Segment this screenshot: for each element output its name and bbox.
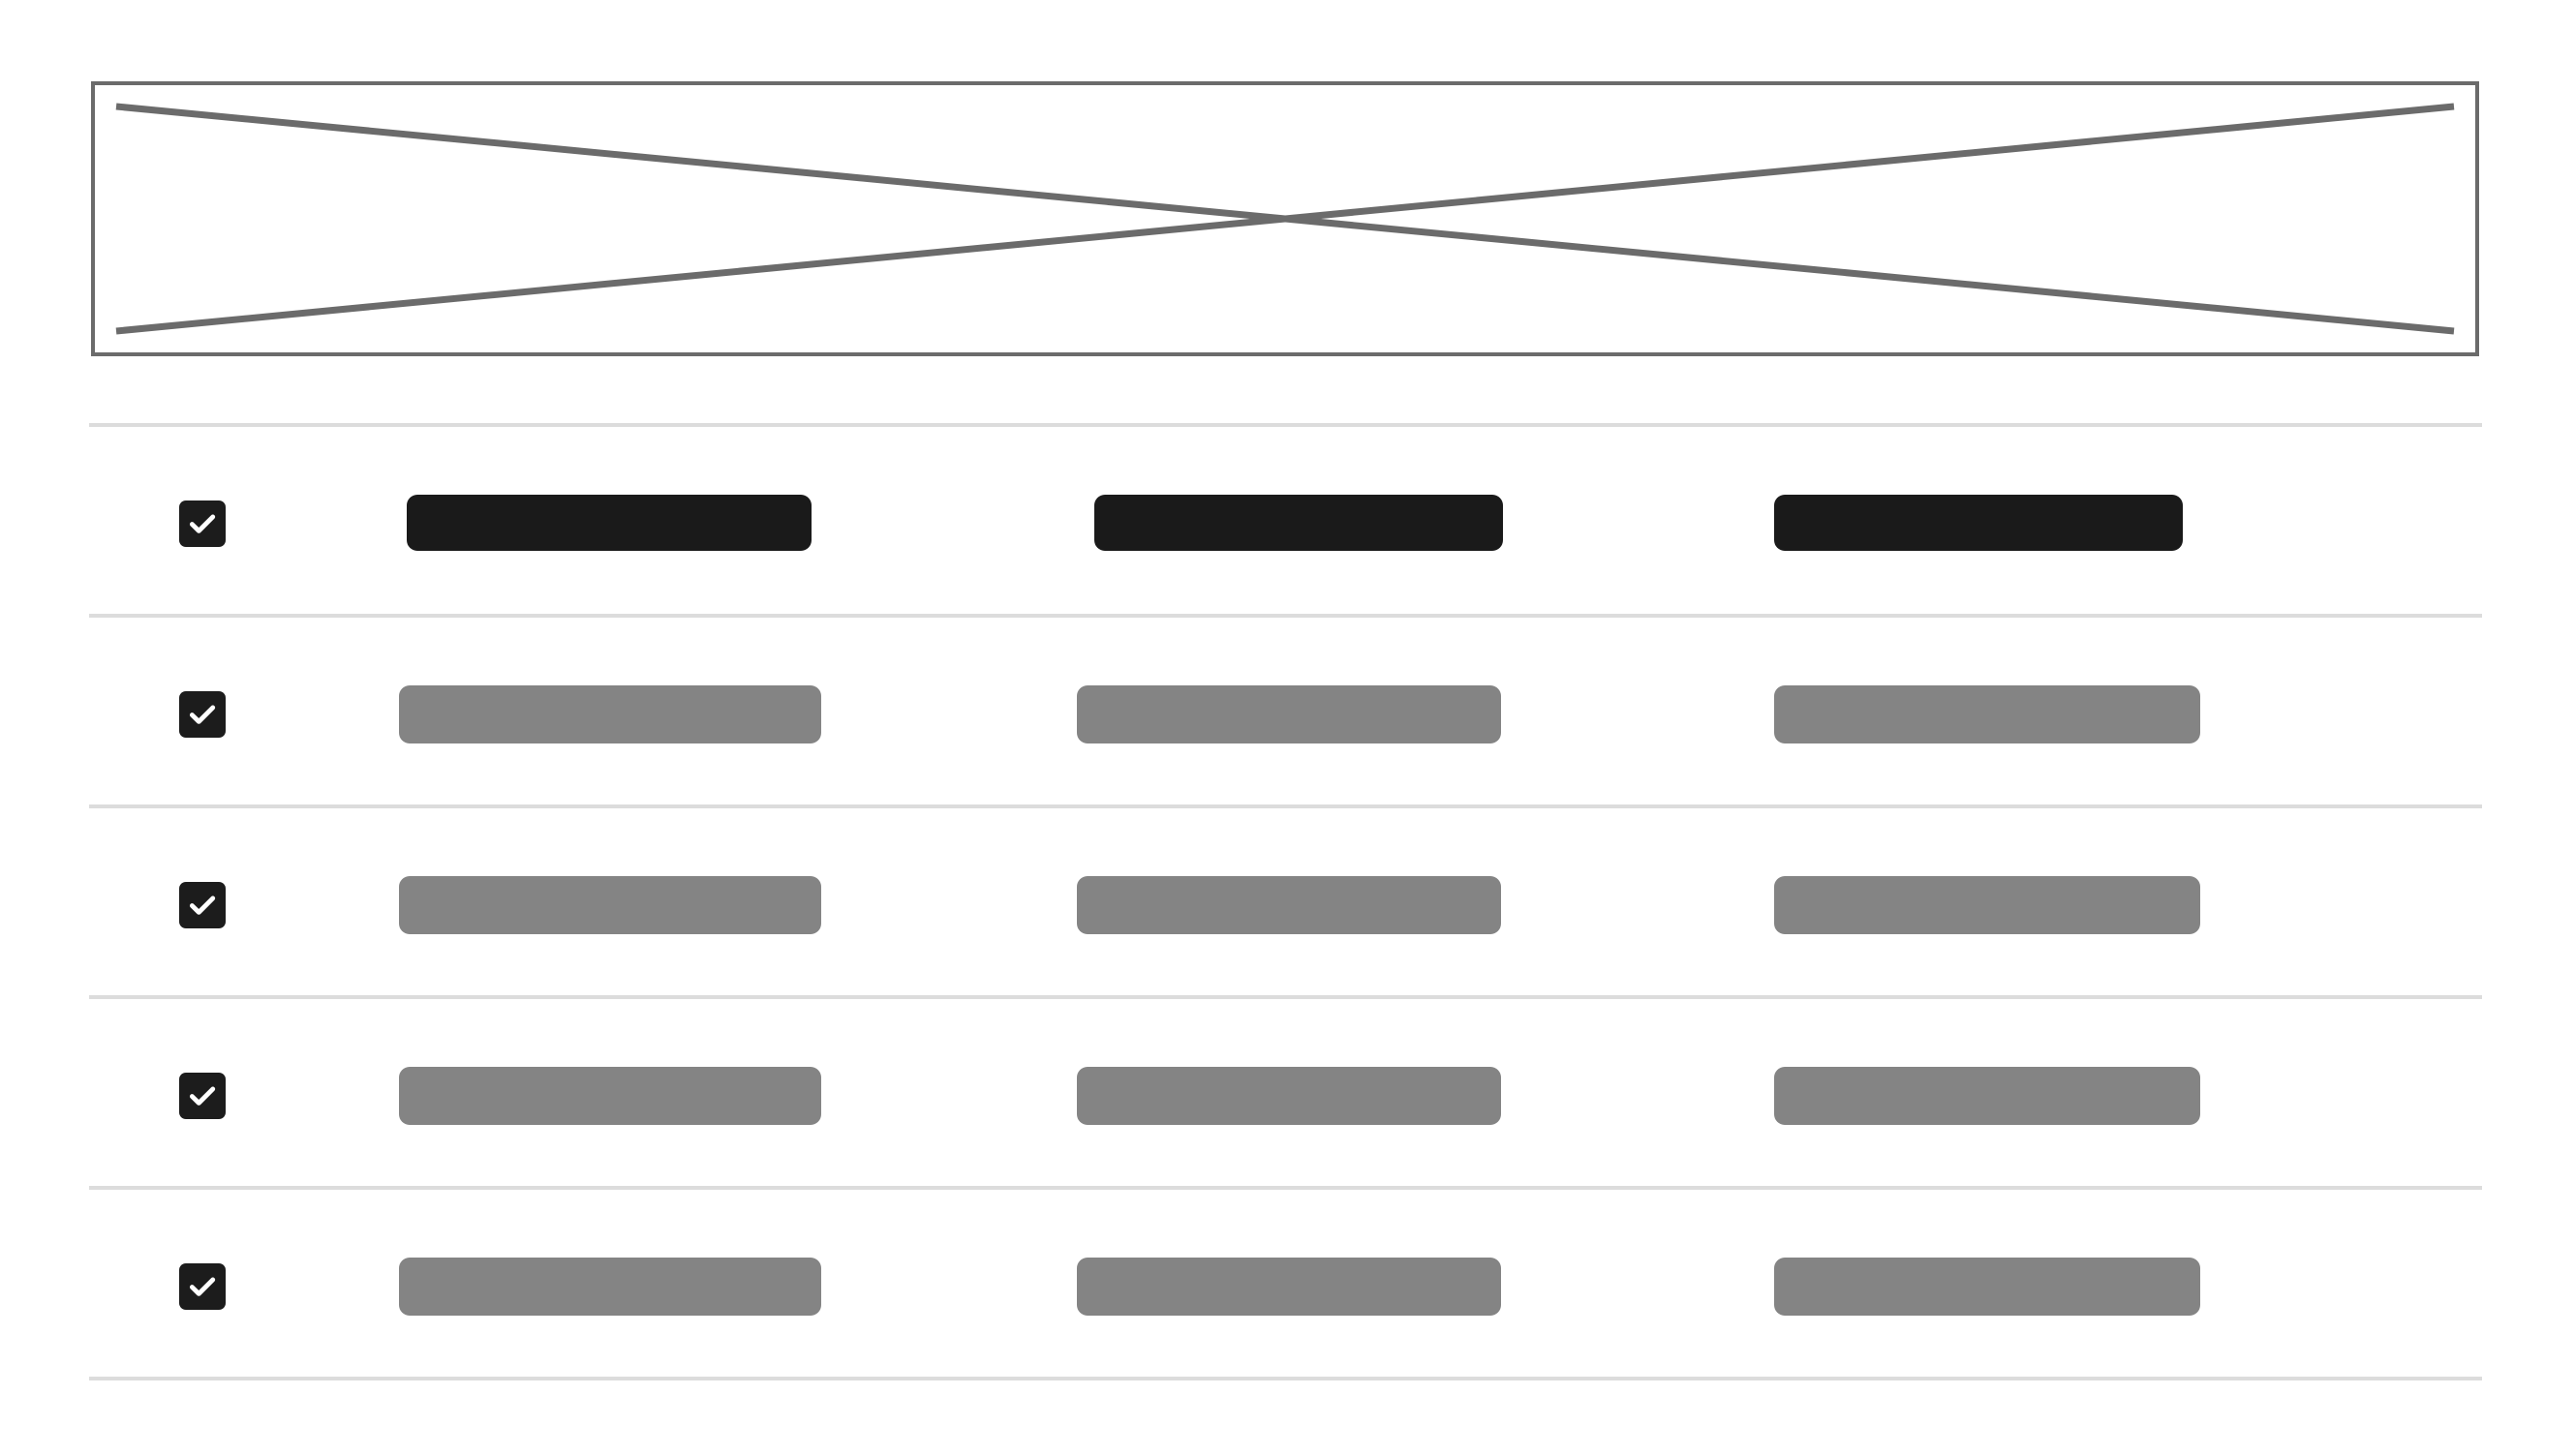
row-select-cell[interactable] (179, 500, 226, 547)
table-divider (89, 423, 2482, 427)
redacted-cell-col-2 (1077, 685, 1501, 743)
placeholder-cross-icon (95, 85, 2475, 352)
table-divider (89, 1186, 2482, 1190)
row-checkbox[interactable] (179, 1263, 226, 1310)
check-icon (189, 1086, 216, 1106)
check-icon (189, 514, 216, 533)
check-icon (189, 1277, 216, 1296)
table-divider (89, 1377, 2482, 1380)
redacted-cell-col-1 (399, 1258, 821, 1316)
row-select-cell[interactable] (179, 1073, 226, 1119)
redacted-cell-col-2 (1077, 876, 1501, 934)
broken-image-placeholder (91, 81, 2479, 356)
check-icon (189, 705, 216, 724)
row-select-cell[interactable] (179, 691, 226, 738)
table-row[interactable] (89, 808, 2482, 995)
table-row[interactable] (89, 427, 2482, 614)
check-icon (189, 895, 216, 915)
row-checkbox[interactable] (179, 691, 226, 738)
table-row[interactable] (89, 999, 2482, 1186)
row-checkbox[interactable] (179, 500, 226, 547)
table-divider (89, 804, 2482, 808)
row-select-cell[interactable] (179, 1263, 226, 1310)
redacted-cell-col-2 (1077, 1258, 1501, 1316)
row-checkbox[interactable] (179, 1073, 226, 1119)
table-row[interactable] (89, 618, 2482, 804)
redacted-cell-col-3 (1774, 876, 2200, 934)
redacted-cell-col-1 (407, 495, 812, 551)
row-select-cell[interactable] (179, 882, 226, 928)
data-table (89, 423, 2482, 1380)
redacted-cell-col-3 (1774, 1258, 2200, 1316)
row-checkbox[interactable] (179, 882, 226, 928)
table-divider (89, 995, 2482, 999)
redacted-cell-col-1 (399, 876, 821, 934)
table-row[interactable] (89, 1190, 2482, 1377)
redacted-cell-col-3 (1774, 495, 2183, 551)
redacted-cell-col-2 (1077, 1067, 1501, 1125)
redacted-cell-col-2 (1094, 495, 1503, 551)
redacted-cell-col-1 (399, 685, 821, 743)
redacted-cell-col-3 (1774, 685, 2200, 743)
redacted-cell-col-3 (1774, 1067, 2200, 1125)
table-divider (89, 614, 2482, 618)
redacted-cell-col-1 (399, 1067, 821, 1125)
